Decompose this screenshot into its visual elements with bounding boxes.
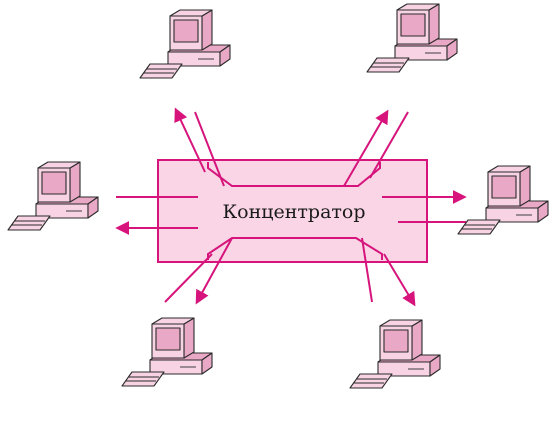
hub-label: Концентратор bbox=[222, 201, 365, 223]
arrow-out-bottom-right bbox=[383, 253, 416, 307]
hub-box bbox=[157, 159, 428, 263]
computer-top-left-icon bbox=[139, 9, 231, 79]
computer-bottom-left-icon bbox=[121, 317, 213, 387]
computer-left-icon bbox=[7, 161, 99, 231]
link-in-top-right bbox=[369, 111, 409, 179]
arrow-out-top-left bbox=[174, 107, 206, 173]
link-in-top-left bbox=[194, 111, 225, 187]
hub-signal-paths bbox=[207, 162, 383, 260]
computer-bottom-right-icon bbox=[349, 319, 441, 389]
arrow-out-top-right bbox=[343, 109, 389, 187]
link-in-bottom-right bbox=[361, 237, 373, 303]
network-links bbox=[115, 107, 467, 307]
computer-right-icon bbox=[457, 165, 549, 235]
arrow-out-bottom-left bbox=[195, 237, 233, 305]
computer-top-right-icon bbox=[366, 3, 458, 73]
link-in-bottom-left bbox=[164, 253, 213, 303]
